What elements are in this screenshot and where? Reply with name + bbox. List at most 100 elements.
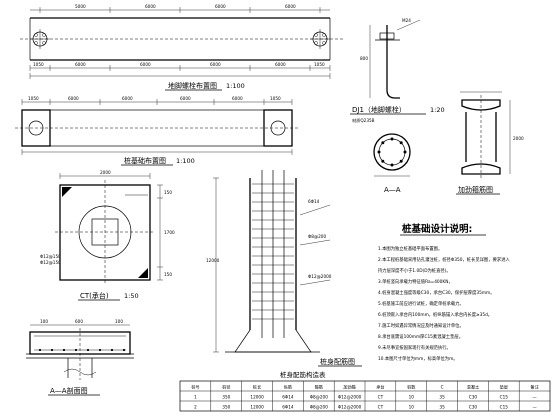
ring-rebar-dot (399, 159, 403, 163)
stiffener-title: 加劲箍筋图 (458, 185, 493, 194)
table-cell: 2 (194, 405, 197, 410)
cap-dim-4: 6000 (180, 96, 191, 101)
table-header-cell: 桩数 (407, 384, 416, 391)
anchor-detail-title: DJ1（地脚螺栓） (352, 105, 406, 114)
a-ring-section: A—A (373, 133, 411, 194)
table-cell: Φ8@200 (310, 395, 328, 400)
table-header-cell: 混凝土 (467, 384, 480, 391)
table-cell: — (533, 395, 537, 400)
note-7: 6.桩顶嵌入承台内100mm，桩纵筋锚入承台内长度≥35d。 (378, 311, 492, 318)
dim-b2: 6000 (75, 62, 86, 67)
ct-pile-circle (78, 205, 132, 259)
pile-note-3: Φ12@2000 (308, 274, 332, 279)
anchor-bolt-detail: M24 800 DJ1（地脚螺栓） 1:20 材质Q235B (350, 18, 445, 124)
pile-note-1: 6Φ14 (308, 199, 320, 204)
anchor-plan-scale: 1:100 (226, 82, 245, 90)
ct-corner-mark-br (138, 268, 148, 278)
dim-3: 6000 (215, 4, 226, 9)
anchor-plan-title: 地脚螺栓布置图 (168, 81, 217, 90)
sec-dim-2: 600 (75, 319, 83, 324)
anchor-bolt-group-left (30, 29, 50, 49)
table-cell: C30 (469, 405, 478, 410)
note-10: 9.未尽事宜按国家现行有关规范执行。 (378, 344, 451, 351)
stiff-bottom-flange (461, 163, 501, 175)
pile-cap-right (263, 109, 293, 147)
table-cell: 6Φ14 (282, 395, 294, 400)
pile-leader-2 (299, 239, 331, 246)
table-cell: C30 (469, 395, 478, 400)
ring-rebar-dot (381, 159, 385, 163)
table-cell: 6Φ14 (282, 405, 294, 410)
dim-b6: 1050 (314, 62, 325, 67)
stiff-top-flange (461, 99, 501, 111)
table-header-cell: 桩号 (191, 384, 199, 391)
anchor-detail-scale: 1:20 (430, 106, 445, 114)
note-3: 持力层深度不小于1.0D(D为桩直径)。 (378, 267, 451, 274)
table-cell: 350 (222, 395, 230, 400)
cap-dim-1: 1050 (28, 96, 39, 101)
table-cell: Φ12@2000 (338, 395, 362, 400)
note-6: 5.桩基施工前应进行试桩，确定单桩承载力。 (378, 300, 464, 307)
plan-bottom-dims: 1050 6000 6000 6000 6000 1050 (29, 62, 331, 79)
ct-side-3: 150 (164, 272, 172, 277)
table-cell: 35 (439, 395, 445, 400)
pile-note-2: Φ8@200 (308, 234, 326, 239)
pile-rebar-elevation: 12000 6Φ14 Φ8@200 Φ12@2000 桩身配筋图 (206, 170, 362, 367)
ring-rebar-dot (399, 141, 403, 145)
pile-cap-plan-scale: 1:100 (176, 157, 195, 165)
stiff-web (465, 112, 497, 162)
dim-b1: 1050 (33, 62, 44, 67)
bolt-note: M24 (402, 18, 411, 23)
note-9: 8.承台底需设100mm厚C15素混凝土垫层。 (378, 333, 463, 340)
anchor-bolt-plan: 5000 6000 6000 6000 1050 6000 6000 6000 … (20, 4, 345, 91)
notes-title: 桩基础设计说明: (402, 223, 472, 235)
ct-side-2: 1700 (164, 230, 175, 235)
dim-b4: 6000 (210, 62, 221, 67)
table-cell: 35 (439, 405, 445, 410)
anchor-bolt-group-right (310, 29, 330, 49)
ring-outer (373, 133, 411, 171)
note-8: 7.施工时如遇异常情况应及时通知设计单位。 (378, 322, 464, 329)
table-cell: 1 (194, 395, 197, 400)
sec-break-line (63, 368, 97, 376)
ring-rebar-dot (381, 141, 385, 145)
stiffener-detail: 2000 加劲箍筋图 (456, 91, 524, 195)
dim-1: 5000 (75, 4, 86, 9)
bolt-length: 800 (360, 56, 368, 61)
sec-dim-3: 100 (115, 319, 123, 324)
table-header-cell: 桩长 (253, 384, 262, 391)
table-cell: CT (378, 395, 384, 400)
ct-plan-scale: 1:50 (124, 292, 139, 300)
table-header-cell: 箍筋 (315, 384, 323, 391)
note-11: 10.本图尺寸单位为mm，标高单位为m。 (378, 355, 458, 362)
ct-rebar-note: Φ12@150 (40, 254, 61, 259)
pile-leader-1 (299, 204, 331, 216)
cap-dim-6: 1050 (270, 96, 281, 101)
pile-stirrups (252, 183, 294, 320)
pile-cap-plan: 1050 6000 6000 6000 6000 1050 桩基础布置图 1:1… (15, 96, 300, 166)
dim-b5: 6000 (275, 62, 286, 67)
pile-right (270, 120, 286, 136)
ring-rebar-dot (390, 137, 394, 141)
table-cell: Φ12@2000 (338, 405, 362, 410)
table-cell: Φ8@200 (310, 405, 328, 410)
cap-dim-2: 6000 (68, 96, 79, 101)
table-header-cell: 桩径 (222, 384, 230, 391)
pile-left (28, 120, 44, 136)
ring-rebar-dot (403, 150, 407, 154)
cap-dim-3: 6000 (122, 96, 133, 101)
pile-cap-plan-title: 桩基础布置图 (124, 156, 166, 165)
pile-length-label: 12000 (206, 258, 220, 263)
pile-rebar-title: 桩身配筋图 (320, 357, 355, 366)
dim-b3: 6000 (140, 62, 151, 67)
bolt-hook (386, 89, 400, 99)
ct-column-base (91, 218, 119, 246)
design-notes: 桩基础设计说明: 1.本图为独立桩基础平面布置图。 2.本工程桩基础采用钻孔灌注… (378, 223, 510, 362)
dim-4: 6000 (285, 4, 296, 9)
note-2: 2.本工程桩基础采用钻孔灌注桩，桩径Φ350，桩长见详图，要求进入 (378, 256, 510, 263)
sec-dim-1: 100 (40, 319, 48, 324)
table-header-cell: 加劲箍 (343, 384, 356, 391)
